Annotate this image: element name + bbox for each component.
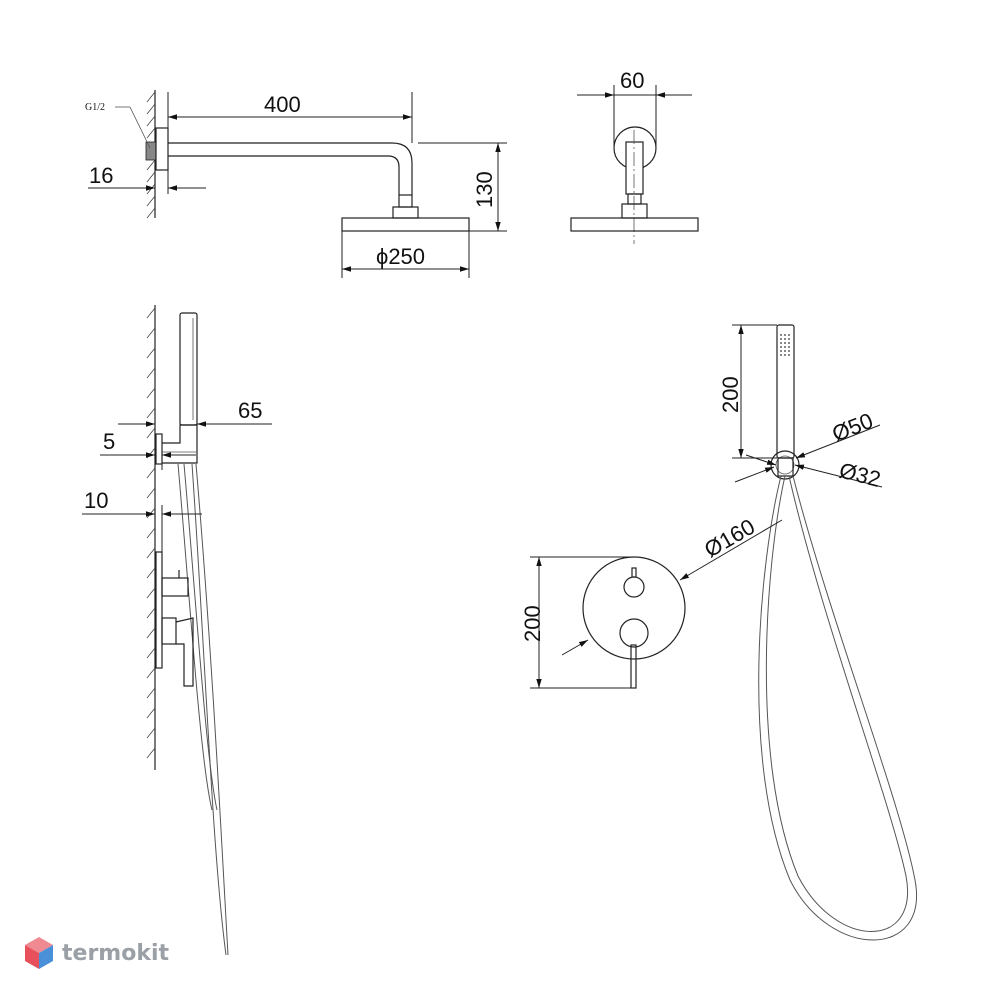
side-width-label: 60 <box>620 68 644 93</box>
hose-side-1 <box>177 463 213 811</box>
hose-loop-outer <box>758 475 917 941</box>
mixer-height-label: 200 <box>520 605 545 642</box>
hexagon-cube-icon <box>25 937 53 969</box>
hose-side-2 <box>183 463 218 811</box>
wall-hatching <box>146 91 156 219</box>
shower-arm-top <box>168 142 413 195</box>
front-nut <box>621 203 648 219</box>
lever-base-side <box>161 617 177 645</box>
hand-shower-front-body <box>776 324 795 459</box>
shower-arm-bottom <box>168 155 400 195</box>
hose-loop-inner <box>765 475 909 932</box>
brand-name: termokit <box>62 940 170 966</box>
arm-connector <box>398 194 413 208</box>
hose-side-4 <box>195 463 229 956</box>
holder-projection-label: 65 <box>238 398 262 423</box>
thread-stub <box>145 141 157 161</box>
wall-flange <box>155 127 169 171</box>
holder-outer-dimension <box>795 424 881 459</box>
hand-shower-length-label: 200 <box>718 376 743 413</box>
diverter-knob-side <box>161 577 189 597</box>
holder-inner-dimension <box>745 454 777 466</box>
holder-inner-label: Ø32 <box>837 458 883 492</box>
holder-inner-circle <box>775 455 795 475</box>
lever-base <box>619 618 649 648</box>
lever-handle-side <box>175 617 194 687</box>
wall-hatching-lower <box>146 307 156 759</box>
hose-side-3 <box>191 463 227 956</box>
holder-front <box>777 457 794 477</box>
head-drop-label: 130 <box>472 171 497 208</box>
hand-shower-body <box>179 312 198 426</box>
front-connector <box>627 193 642 205</box>
shower-head <box>341 217 470 232</box>
mixer-diameter-dimension <box>679 519 783 581</box>
diverter-pin <box>631 567 637 578</box>
front-arm <box>625 141 644 195</box>
spray-nozzles <box>780 334 790 356</box>
arm-length-label: 400 <box>264 92 301 117</box>
flange-depth-label: 16 <box>89 163 113 188</box>
mixer-diameter-label: Ø160 <box>700 514 759 563</box>
mixer-plate-circle <box>582 556 686 660</box>
mixer-plate-label: 10 <box>84 488 108 513</box>
head-nut <box>392 206 419 219</box>
hand-shower-front-view: 200 Ø50 Ø32 <box>718 324 917 941</box>
head-diameter-label: ϕ250 <box>376 244 425 269</box>
holder-plate <box>155 433 163 465</box>
mixer-front-view: 200 Ø160 <box>520 514 783 689</box>
holder-outer-label: Ø50 <box>829 408 877 447</box>
diverter-knob <box>623 576 645 598</box>
shower-arm-front-view: 60 <box>570 68 699 244</box>
shower-arm-side-view: G1/2 400 16 130 ϕ250 <box>85 90 507 278</box>
hand-shower-side-view: 65 5 10 <box>82 305 272 956</box>
front-shower-head <box>570 217 699 232</box>
holder-plate-label: 5 <box>103 429 115 454</box>
brand-logo: termokit <box>24 936 169 970</box>
holder-bracket <box>162 424 198 464</box>
lever-handle <box>630 644 637 689</box>
thread-size-label: G1/2 <box>85 102 105 113</box>
mixer-plate-side <box>155 551 163 669</box>
